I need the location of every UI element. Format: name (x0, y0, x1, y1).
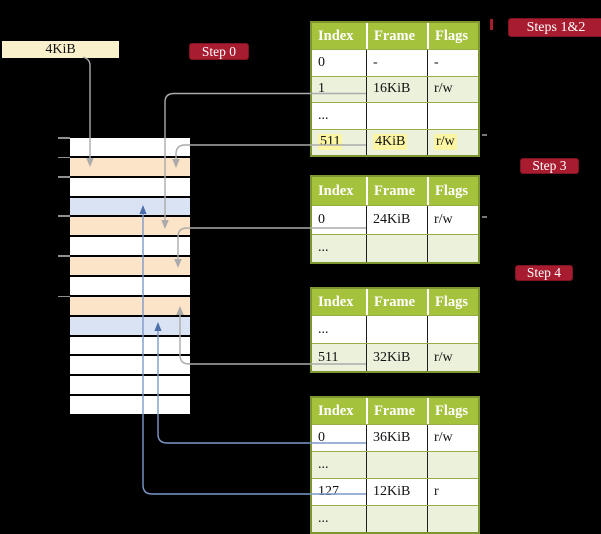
table-cell (427, 452, 478, 478)
highlighted-value: r/w (434, 134, 457, 151)
memory-frame-row-blue (70, 197, 190, 216)
memory-frame-row-peach (70, 157, 190, 176)
memory-frame-row-white (70, 336, 190, 355)
table-cell: 36KiB (366, 425, 427, 451)
table-cell (427, 234, 478, 262)
column-header-frame: Frame (366, 23, 427, 49)
physical-memory-stack (70, 138, 190, 415)
table-cell (427, 506, 478, 532)
table-cell: r/w (427, 206, 478, 234)
table-cell: 511 (312, 130, 366, 156)
table-cell: ... (318, 240, 329, 256)
step-3-badge: Step 3 (520, 158, 579, 174)
column-header-index: Index (318, 182, 354, 199)
table-cell: 0 (318, 430, 325, 445)
table-cell: r/w (427, 129, 478, 155)
table-row: ... (312, 315, 478, 343)
table-cell: - (366, 50, 427, 76)
table-cell (427, 103, 478, 129)
table-cell: 511 (318, 349, 339, 365)
table-cell (366, 234, 427, 262)
memory-frame-row-white (70, 177, 190, 196)
table-cell: 24KiB (366, 206, 427, 234)
memory-frame-row-peach (70, 296, 190, 315)
column-header-flags: Flags (427, 23, 478, 49)
memory-tick-8kib (58, 176, 70, 178)
memory-frame-row-white (70, 396, 190, 415)
table-row: 511 4KiB r/w (312, 128, 478, 156)
memory-frame-row-peach (70, 257, 190, 276)
table-cell (366, 103, 427, 129)
memory-frame-row-white (70, 237, 190, 256)
table-row: ... (312, 451, 478, 478)
table-cell: r/w (427, 76, 478, 102)
memory-frame-row-white (70, 277, 190, 295)
table-cell: r (427, 479, 478, 505)
highlighted-value: 4KiB (373, 134, 408, 151)
memory-tick-16kib (58, 215, 70, 217)
highlighted-value: 511 (318, 134, 343, 151)
table-cell: - (427, 50, 478, 76)
table-cell: ... (318, 321, 329, 337)
table-cell: ... (318, 511, 329, 526)
table-cell: 32KiB (366, 344, 427, 371)
step-0-badge: Step 0 (189, 43, 249, 60)
table-cell: 16KiB (366, 76, 427, 102)
memory-tick-24kib (58, 255, 70, 257)
memory-frame-row-white (70, 138, 190, 156)
memory-frame-row-blue (70, 316, 190, 335)
column-header-index: Index (318, 402, 354, 419)
table-cell: 0 (318, 54, 325, 70)
steps-1-2-badge: Steps 1&2 (508, 18, 601, 37)
table-row: 0 -- (312, 49, 478, 76)
memory-frame-row-white (70, 376, 190, 395)
table-cell (366, 452, 427, 478)
table-cell: 0 (318, 211, 325, 227)
table-row: ... (312, 102, 478, 129)
table-cell: ... (318, 457, 329, 472)
column-header-frame: Frame (366, 398, 427, 424)
column-header-flags: Flags (427, 177, 478, 205)
red-badge-fragment (490, 19, 493, 30)
column-header-flags: Flags (427, 398, 478, 424)
table-cell (427, 316, 478, 343)
table-cell: 4KiB (366, 129, 427, 155)
column-header-index: Index (318, 293, 354, 310)
table-cell: 12KiB (366, 479, 427, 505)
column-header-index: Index (318, 27, 354, 44)
table-row: ... (312, 233, 478, 262)
table-cell: r/w (427, 425, 478, 451)
table-cell: ... (318, 107, 329, 123)
table-cell (366, 506, 427, 532)
memory-frame-row-peach (70, 217, 190, 236)
memory-tick-4kib (58, 156, 70, 158)
frame-4kib-label-text: 4KiB (45, 41, 76, 57)
table-cell: 127 (318, 484, 339, 499)
column-header-frame: Frame (366, 177, 427, 205)
table-cell: r/w (427, 344, 478, 371)
table-cell: 1 (318, 81, 325, 97)
memory-tick-0kib (58, 137, 70, 139)
column-header-flags: Flags (427, 289, 478, 315)
step-4-badge: Step 4 (515, 265, 573, 281)
table-cell (366, 316, 427, 343)
memory-tick-32kib (58, 295, 70, 297)
memory-frame-row-white (70, 356, 190, 375)
frame-4kib-label: 4KiB (2, 41, 119, 58)
column-header-frame: Frame (366, 289, 427, 315)
